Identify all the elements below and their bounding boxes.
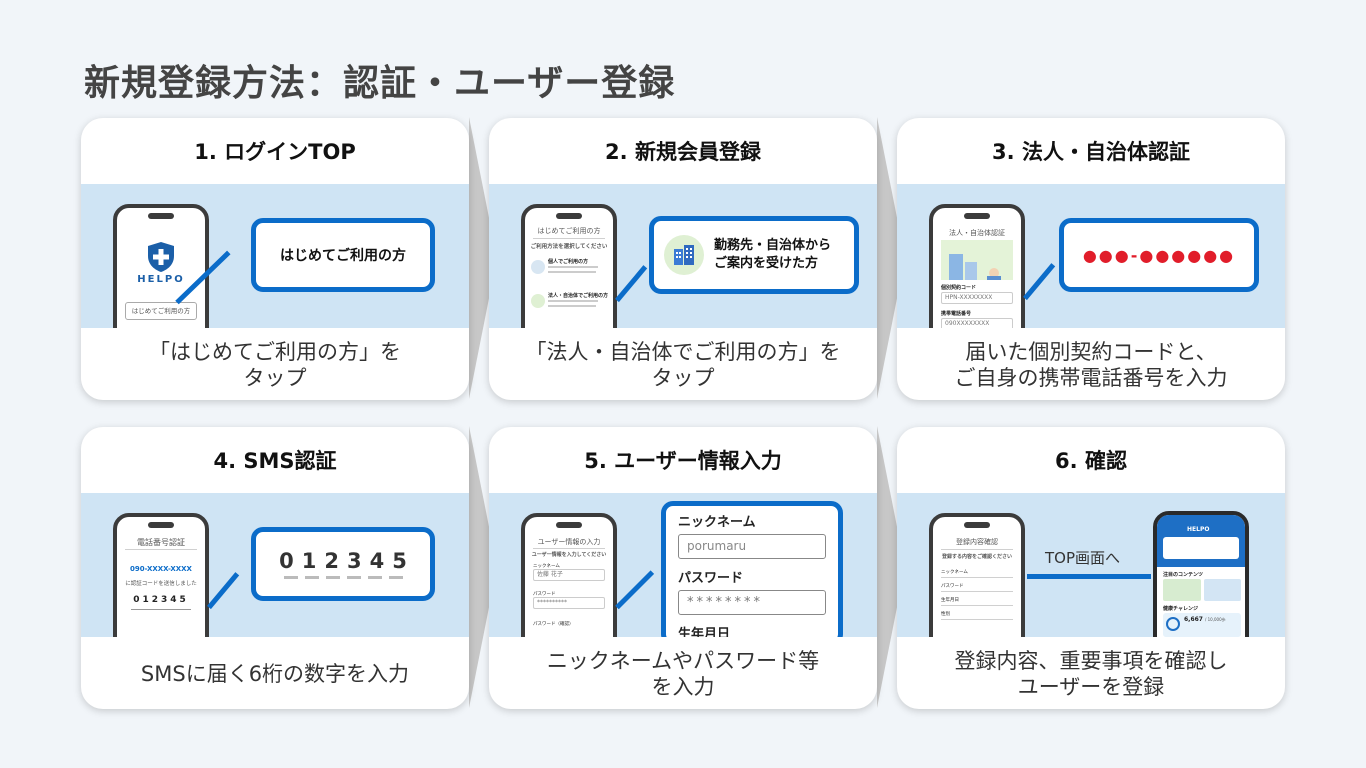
page-title: 新規登録方法：認証・ユーザー登録 [84,63,676,104]
option-corporate[interactable]: 法人・自治体でご利用の方 [531,290,609,316]
phone-subheader: ご利用方法を選択してください [530,244,608,250]
city-illustration [941,240,1013,280]
phone-header: 登録内容確認 [956,538,998,546]
step-card-4: 4. SMS認証 電話番号認証 090-XXXX-XXXX に認証コードを送信し… [81,427,469,709]
password-field[interactable]: ********** [533,597,605,609]
desc-line: ニックネームやパスワード等 [546,649,820,673]
building-icon [664,235,704,275]
step-title: 5. ユーザー情報入力 [584,449,782,473]
step-title: 1. ログインTOP [194,140,356,164]
code-underlines [283,576,403,579]
phone-header: 電話番号認証 [137,538,185,547]
step-illustration: HELPO はじめてご利用の方 はじめてご利用の方 [81,184,469,328]
connector-line [1023,263,1056,301]
password-label: パスワード [678,571,744,586]
arrow-line [1027,574,1151,579]
shield-plus-icon [148,242,174,272]
desc-line: タップ [243,366,307,390]
phone-mockup: はじめてご利用の方 ご利用方法を選択してください 個人でご利用の方 法人・自治体… [521,204,617,328]
connector-line [615,570,655,610]
step-card-6: 6. 確認 登録内容確認 登録する内容をご確認ください ニックネーム パスワード… [897,427,1285,709]
step-title: 3. 法人・自治体認証 [992,140,1190,164]
contract-code-field[interactable]: HPN-XXXXXXXX [941,292,1013,304]
desc-line: SMSに届く6桁の数字を入力 [140,662,410,686]
step-description: 登録内容、重要事項を確認し ユーザーを登録 [897,639,1285,709]
callout-text: ご案内を受けた方 [714,256,819,271]
step-illustration: はじめてご利用の方 ご利用方法を選択してください 個人でご利用の方 法人・自治体… [489,184,877,328]
masked-code: ●●●-●●●●●● [1082,245,1236,265]
password-input[interactable]: ******** [678,590,826,615]
phone-number: 090-XXXX-XXXX [130,565,192,573]
connector-line [207,572,240,610]
nickname-field[interactable]: 佐藤 花子 [533,569,605,581]
callout-text: 勤務先・自治体から [714,238,832,253]
step-description: 「法人・自治体でご利用の方」を タップ [489,330,877,400]
footsteps-icon [1166,617,1180,631]
nickname-label: ニックネーム [678,515,756,530]
sms-note: に認証コードを送信しました [125,581,197,587]
nickname-input[interactable]: porumaru [678,534,826,559]
phone-mockup: 電話番号認証 090-XXXX-XXXX に認証コードを送信しました 01234… [113,513,209,637]
step-card-2: 2. 新規会員登録 はじめてご利用の方 ご利用方法を選択してください 個人でご利… [489,118,877,400]
phone-header: 法人・自治体認証 [949,229,1005,237]
phone-subheader: ユーザー情報を入力してください [531,552,607,558]
step-description: SMSに届く6桁の数字を入力 [81,639,469,709]
phone-subheader: 登録する内容をご確認ください [941,554,1012,560]
callout-code: ●●●-●●●●●● [1059,218,1259,292]
sms-code: 012345 [279,549,415,573]
top-screen-label: TOP画面へ [1045,549,1121,567]
step-title: 4. SMS認証 [213,449,337,473]
desc-line: 届いた個別契約コードと、 [965,340,1217,364]
phone-mockup: 法人・自治体認証 個別契約コード HPN-XXXXXXXX 携帯電話番号 090… [929,204,1025,328]
person-icon [531,260,545,274]
step-illustration: 電話番号認証 090-XXXX-XXXX に認証コードを送信しました 01234… [81,493,469,637]
step-illustration: ユーザー情報の入力 ユーザー情報を入力してください ニックネーム 佐藤 花子 パ… [489,493,877,637]
logo-text: HELPO [137,274,185,285]
callout-corporate: 勤務先・自治体から ご案内を受けた方 [649,216,859,294]
callout-text: はじめてご利用の方 [280,248,406,264]
desc-line: ご自身の携帯電話番号を入力 [954,366,1228,390]
desc-line: 「はじめてご利用の方」を [149,340,401,364]
field-label: 携帯電話番号 [941,311,972,317]
step-title: 2. 新規会員登録 [605,140,761,164]
connector-line [615,265,648,303]
desc-line: タップ [651,366,715,390]
phone-mockup: HELPO はじめてご利用の方 [113,204,209,328]
step-description: 「はじめてご利用の方」を タップ [81,330,469,400]
first-time-button[interactable]: はじめてご利用の方 [125,302,197,320]
birthday-label: 生年月日 [678,627,731,637]
phone-number-field[interactable]: 090XXXXXXXX [941,318,1013,328]
callout-first-time: はじめてご利用の方 [251,218,435,292]
desc-line: ユーザーを登録 [1017,675,1165,699]
step-card-5: 5. ユーザー情報入力 ユーザー情報の入力 ユーザー情報を入力してください ニッ… [489,427,877,709]
content-cards [1163,579,1241,601]
phone-code[interactable]: 012345 [133,595,189,605]
app-header: HELPO [1157,515,1245,567]
option-personal[interactable]: 個人でご利用の方 [531,256,609,282]
step-description: 届いた個別契約コードと、 ご自身の携帯電話番号を入力 [897,330,1285,400]
step-title: 6. 確認 [1055,449,1127,473]
desc-line: を入力 [651,675,715,699]
building-small-icon [531,294,545,308]
form-callout: ニックネーム porumaru パスワード ******** 生年月日 [661,501,843,637]
phone-header: はじめてご利用の方 [537,227,601,235]
field-label: 個別契約コード [941,285,977,291]
step-counter: 6,667 / 10,000歩 [1163,613,1241,637]
phone-mockup: 登録内容確認 登録する内容をご確認ください ニックネーム パスワード 生年月日 … [929,513,1025,637]
step-card-3: 3. 法人・自治体認証 法人・自治体認証 個別契約コード HPN-XXXXXXX… [897,118,1285,400]
step-description: ニックネームやパスワード等 を入力 [489,639,877,709]
step-illustration: 登録内容確認 登録する内容をご確認ください ニックネーム パスワード 生年月日 … [897,493,1285,637]
desc-line: 登録内容、重要事項を確認し [954,649,1228,673]
desc-line: 「法人・自治体でご利用の方」を [525,340,841,364]
phone-header: ユーザー情報の入力 [537,538,601,546]
step-illustration: 法人・自治体認証 個別契約コード HPN-XXXXXXXX 携帯電話番号 090… [897,184,1285,328]
phone-mockup: ユーザー情報の入力 ユーザー情報を入力してください ニックネーム 佐藤 花子 パ… [521,513,617,637]
step-card-1: 1. ログインTOP HELPO はじめてご利用の方 はじめてご利用の方 「はじ… [81,118,469,400]
callout-sms-code: 012345 [251,527,435,601]
home-phone-mockup: HELPO 注目のコンテンツ 健康チャレンジ 6,667 / 10,000歩 [1153,511,1249,637]
